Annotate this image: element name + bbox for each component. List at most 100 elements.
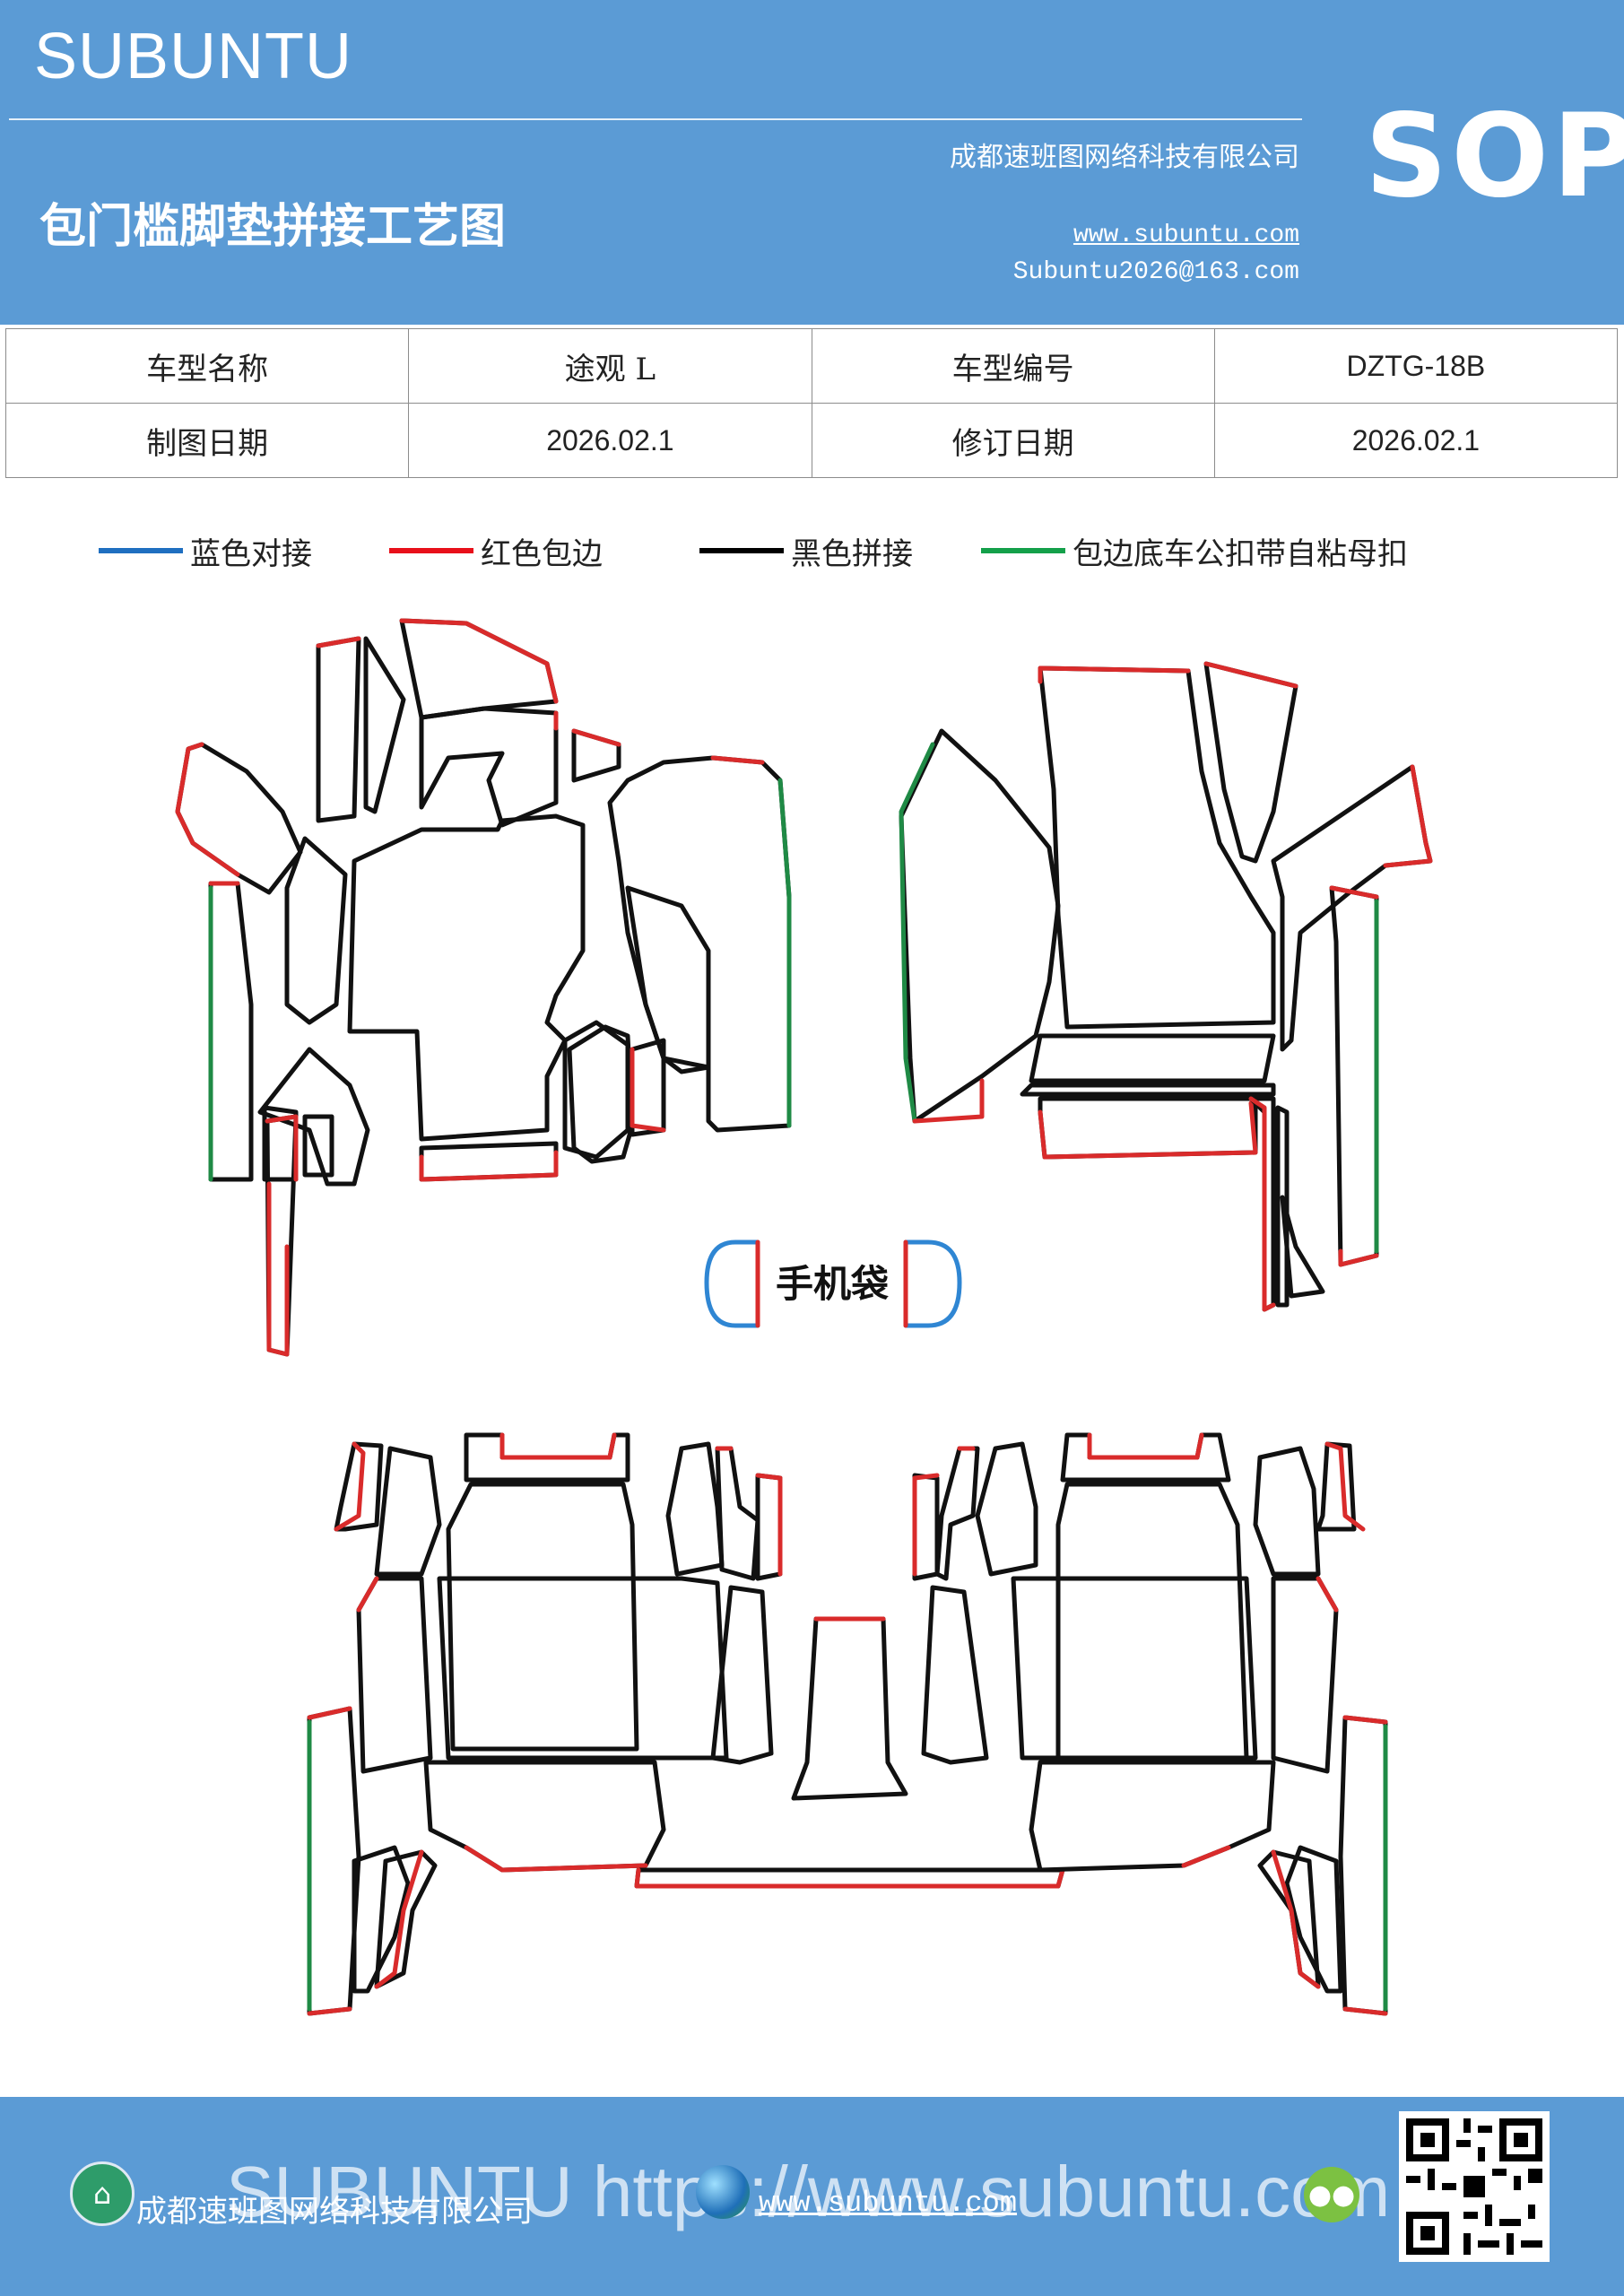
mat-outline xyxy=(284,836,348,1025)
mat-outline xyxy=(1038,1100,1258,1160)
legend-swatch-black xyxy=(699,548,784,553)
mat-outline xyxy=(791,1616,908,1801)
mat-outline xyxy=(334,1441,384,1532)
mat-outline xyxy=(399,618,559,704)
footer-banner: ⌂ SUBUNTU https://www.subuntu.com 成都速班图网… xyxy=(0,2097,1624,2296)
mat-outline xyxy=(755,1473,783,1577)
mat-outline xyxy=(975,1441,1038,1577)
table-cell: 车型编号 xyxy=(811,328,1215,404)
mat-outline xyxy=(1316,1576,1339,1613)
mat-outline xyxy=(903,1239,962,1328)
qr-code[interactable] xyxy=(1399,2111,1550,2262)
document-title: 包门槛脚垫拼接工艺图 xyxy=(39,199,507,254)
mat-outline xyxy=(437,1576,729,1761)
mat-outline xyxy=(419,706,559,828)
mat-outline xyxy=(1055,1482,1249,1761)
legend-swatch-green xyxy=(981,548,1065,553)
footer-company-name: 成都速班图网络科技有限公司 xyxy=(136,2194,533,2230)
table-row: 车型名称 途观 L 车型编号 DZTG-18B xyxy=(4,328,1619,404)
legend-label: 红色包边 xyxy=(481,535,603,572)
table-row: 制图日期 2026.02.1 修订日期 2026.02.1 xyxy=(4,403,1619,478)
mat-outline xyxy=(710,755,765,765)
mat-outline xyxy=(175,742,240,877)
mat-outline xyxy=(1271,764,1433,1052)
phone-pouch-label: 手机袋 xyxy=(776,1262,889,1306)
front-left-mat xyxy=(175,618,792,1357)
phone-pouch xyxy=(704,1239,962,1328)
email-address: Subuntu2026@163.com xyxy=(1012,258,1299,286)
company-name: 成都速班图网络科技有限公司 xyxy=(950,142,1299,173)
mat-outline xyxy=(1020,1083,1276,1097)
brand-name: SUBUNTU xyxy=(34,21,353,92)
mat-outline xyxy=(634,1867,1065,1889)
mat-outline xyxy=(419,1150,559,1182)
mat-outline xyxy=(630,1047,666,1133)
rear-right-mat xyxy=(912,1432,1388,2016)
mat-outline xyxy=(1280,1195,1325,1299)
rear-center-mat xyxy=(634,1616,1065,1889)
mat-outline xyxy=(307,1706,361,2016)
mat-outline xyxy=(912,1473,940,1577)
mat-outline xyxy=(1324,1441,1366,1532)
vehicle-info-table: 车型名称 途观 L 车型编号 DZTG-18B 制图日期 2026.02.1 修… xyxy=(4,328,1619,478)
mat-outline xyxy=(316,636,361,823)
mat-outline xyxy=(1248,1096,1276,1312)
mat-outline xyxy=(334,1441,366,1532)
mat-outline xyxy=(464,1845,648,1873)
table-cell: 途观 L xyxy=(408,328,812,404)
footer-website-link[interactable]: www.subuntu.com xyxy=(759,2187,1018,2220)
mat-outline xyxy=(1203,661,1298,864)
table-cell: DZTG-18B xyxy=(1213,328,1619,404)
mat-outline xyxy=(1181,1845,1231,1868)
mat-outline xyxy=(625,885,711,1074)
legend-label: 黑色拼接 xyxy=(791,535,913,572)
mat-outline xyxy=(571,728,621,747)
mat-outline xyxy=(1029,1033,1276,1083)
mat-outline xyxy=(665,1441,725,1577)
table-cell: 车型名称 xyxy=(4,328,410,404)
table-cell: 2026.02.1 xyxy=(1213,403,1619,478)
mat-outline xyxy=(934,1446,980,1581)
mat-outline xyxy=(912,1078,985,1124)
mat-outline xyxy=(899,742,935,1124)
mat-outline xyxy=(1383,764,1433,868)
table-cell: 制图日期 xyxy=(4,403,410,478)
mat-outline xyxy=(208,881,254,1182)
mat-outline xyxy=(374,1446,442,1577)
mat-outline xyxy=(755,1473,783,1581)
mat-outline xyxy=(1338,1715,1388,2016)
legend-item-blue: 蓝色对接 xyxy=(99,524,312,578)
sop-badge: SOP xyxy=(1365,90,1624,223)
mat-outline xyxy=(307,1706,352,2016)
legend-label: 蓝色对接 xyxy=(190,535,312,572)
website-link[interactable]: www.subuntu.com xyxy=(1073,222,1299,249)
mat-outline xyxy=(175,742,303,895)
legend-item-black: 黑色拼接 xyxy=(699,524,913,578)
mat-outline xyxy=(1253,1446,1321,1577)
mat-outline xyxy=(363,636,406,814)
mat-outline xyxy=(265,1114,299,1357)
legend-item-red: 红色包边 xyxy=(389,524,603,578)
mat-outline xyxy=(630,1038,666,1137)
building-icon: ⌂ xyxy=(70,2161,135,2226)
legend-swatch-red xyxy=(389,548,473,553)
header-banner: SUBUNTU 包门槛脚垫拼接工艺图 成都速班图网络科技有限公司 www.sub… xyxy=(0,0,1624,325)
mat-outline xyxy=(347,813,586,1142)
mat-outline xyxy=(1011,1576,1258,1761)
table-cell: 2026.02.1 xyxy=(408,403,812,478)
mat-outline xyxy=(607,755,792,1133)
mat-outline xyxy=(1271,1849,1321,1989)
mat-outline xyxy=(1038,665,1191,684)
table-cell: 修订日期 xyxy=(811,403,1215,478)
mat-outline xyxy=(1342,1715,1388,2016)
floor-mat-diagram: 手机袋 xyxy=(175,618,1433,2016)
mat-outline xyxy=(921,1585,989,1765)
header-divider xyxy=(9,118,1302,120)
mat-outline xyxy=(352,1845,411,1994)
mat-outline xyxy=(634,1867,1065,1889)
color-legend: 蓝色对接 红色包边 黑色拼接 包边底车公扣带自粘母扣 xyxy=(0,524,1624,578)
mat-outline xyxy=(1271,1576,1339,1774)
mat-outline xyxy=(1329,885,1379,1267)
legend-label: 包边底车公扣带自粘母扣 xyxy=(1073,535,1408,572)
mat-outline xyxy=(704,1239,760,1328)
